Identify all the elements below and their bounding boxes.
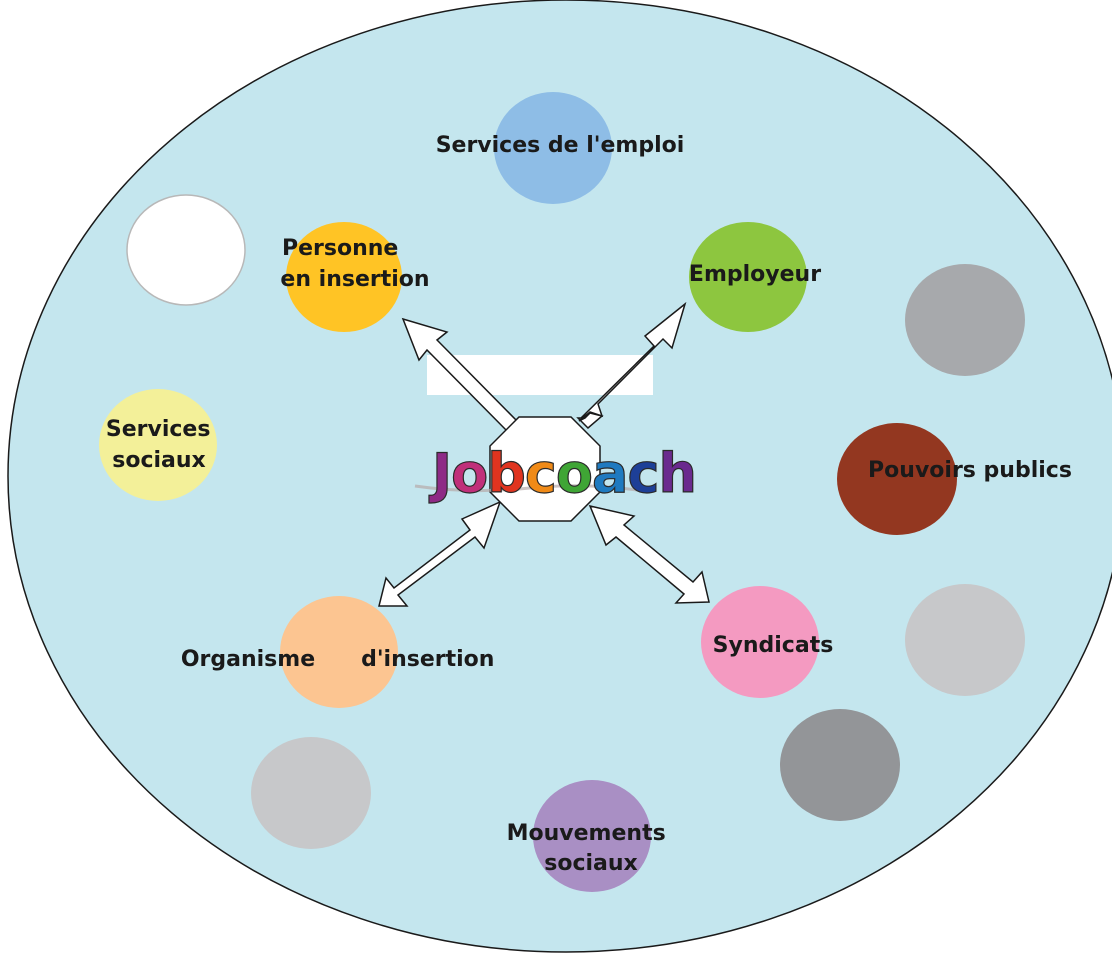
node-circle-syndicats (701, 586, 819, 698)
node-circle-mouvements-sociaux (533, 780, 651, 892)
blank-circle-gray (780, 709, 900, 821)
jobcoach-letter: c (627, 442, 658, 505)
node-circle-services-sociaux (99, 389, 217, 501)
label-employeur: Employeur (689, 262, 821, 287)
label-services-emploi: Services de l'emploi (436, 133, 685, 158)
jobcoach-letter: c (525, 442, 556, 505)
label-services-sociaux: Services sociaux (106, 417, 218, 473)
node-circle-employeur (689, 222, 807, 332)
blank-circle-white (126, 194, 246, 306)
jobcoach-letter: b (487, 442, 525, 505)
jobcoach-letter: J (428, 442, 451, 505)
blank-circle-gray (251, 737, 371, 849)
label-pouvoirs-publics: Pouvoirs publics (868, 458, 1072, 483)
jobcoach-letter: o (451, 442, 487, 505)
center-octagon (489, 416, 601, 522)
arrow-to-employeur (576, 301, 687, 430)
arrow-to-organisme (378, 500, 502, 607)
svg-text:Jobcoach: Jobcoach (428, 442, 696, 505)
node-circle-organisme-insertion (280, 596, 398, 708)
node-circle-pouvoirs-publics (837, 423, 957, 535)
jobcoach-letter: a (592, 442, 627, 505)
label-syndicats: Syndicats (713, 633, 834, 658)
jobcoach-letter: h (658, 442, 695, 505)
arrow-to-syndicats (588, 504, 710, 604)
label-personne-insertion: Personne en insertion (280, 236, 429, 292)
node-circle-personne-insertion (286, 222, 402, 332)
blank-circle-gray (905, 584, 1025, 696)
node-circle-services-emploi (494, 92, 612, 204)
jobcoach-wordmark: Jobcoach (414, 441, 698, 506)
blank-circle-gray (905, 264, 1025, 376)
label-organisme-insertion: Organisme d'insertion (143, 647, 518, 672)
jobcoach-letter: o (556, 442, 592, 505)
label-mouvements-sociaux: Mouvements sociaux (507, 821, 674, 876)
